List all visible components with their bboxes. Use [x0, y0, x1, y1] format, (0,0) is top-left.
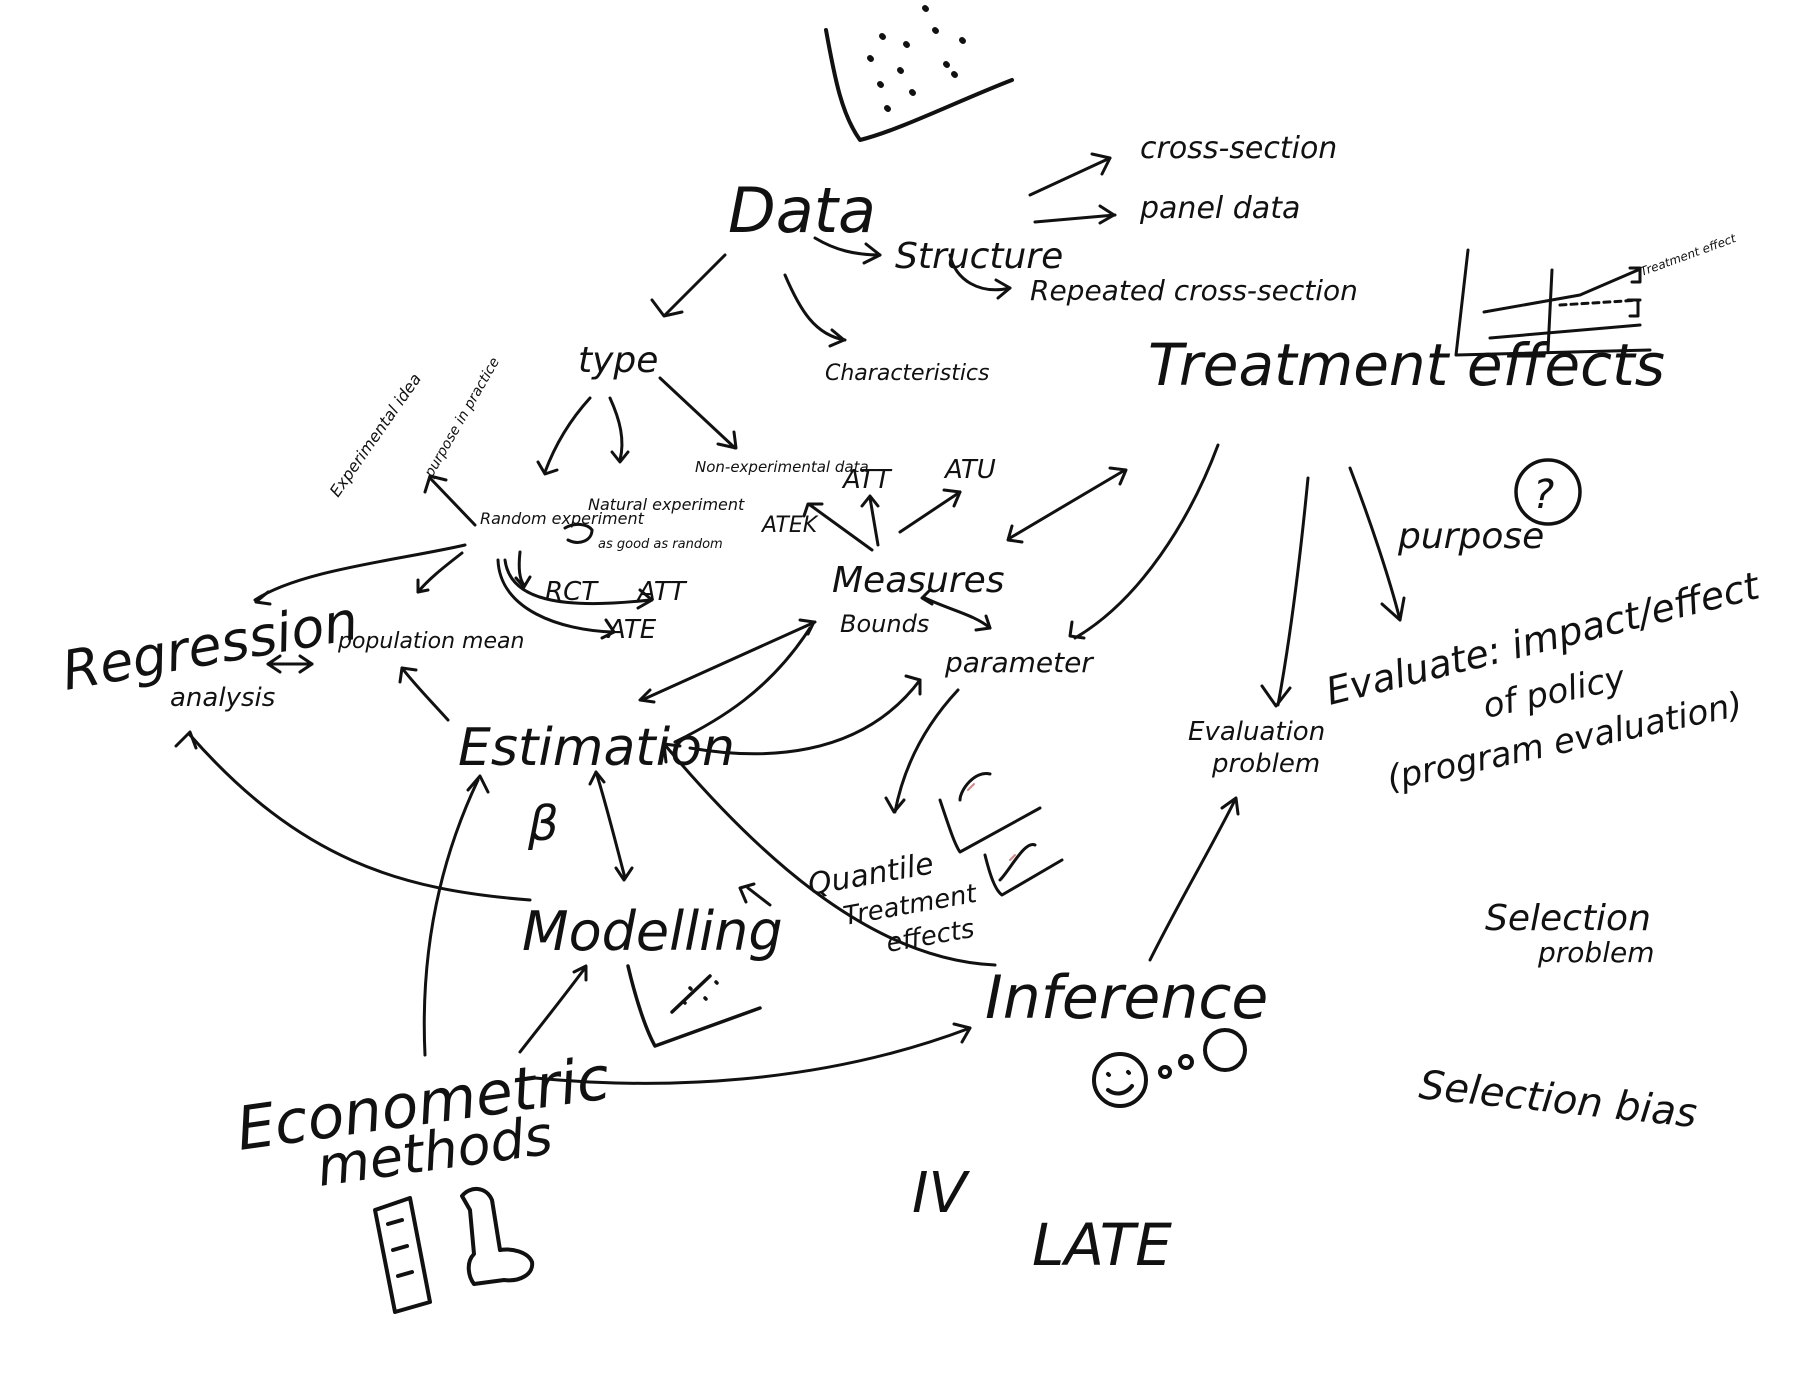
node-att-small: ATT [636, 577, 688, 607]
node-characteristics: Characteristics [825, 361, 989, 386]
node-late: LATE [1032, 1211, 1172, 1279]
node-selection-problem-line1: Selection [1485, 898, 1651, 939]
node-labels: Data Structure cross-section panel data … [57, 131, 1765, 1279]
scatter-plot-sketch-icon [824, 5, 1014, 142]
node-atu: ATU [943, 455, 996, 485]
modelling-plot-icon [626, 964, 762, 1048]
node-parameter: parameter [944, 646, 1094, 679]
node-treatment-sketch-label: Treatment effect [1638, 231, 1739, 279]
node-beta: β [527, 796, 559, 852]
node-non-experimental-data: Non-experimental data [695, 458, 869, 476]
node-structure: Structure [895, 236, 1063, 277]
node-panel-data: panel data [1139, 191, 1300, 226]
node-att: ATT [841, 465, 893, 495]
thinking-face-icon [1092, 1028, 1247, 1108]
node-purpose: purpose [1397, 516, 1544, 557]
node-regression-line2: analysis [170, 683, 275, 713]
node-repeated-cross-section: Repeated cross-section [1030, 274, 1358, 307]
node-cross-section: cross-section [1140, 131, 1337, 166]
node-iv: IV [912, 1161, 971, 1226]
node-natural-experiment: Natural experiment [588, 495, 745, 514]
node-population-mean: population mean [337, 629, 524, 654]
node-inference: Inference [985, 963, 1268, 1033]
node-evaluation-problem-line2: problem [1211, 749, 1320, 779]
node-atek: ATEK [760, 513, 819, 538]
node-bounds: Bounds [840, 610, 929, 638]
node-purpose-in-practice: purpose in practice [421, 355, 503, 481]
node-as-good-as-random: as good as random [598, 537, 723, 552]
purpose-question-icon: ? [1533, 472, 1554, 518]
connector-lines [174, 152, 1406, 1085]
node-selection-problem-line2: problem [1537, 936, 1654, 969]
node-modelling: Modelling [522, 900, 783, 963]
node-treatment-effects: Treatment effects [1148, 331, 1665, 399]
node-experimental-idea: Experimental idea [326, 370, 425, 501]
node-measures: Measures [832, 560, 1005, 601]
node-data: Data [728, 174, 876, 247]
node-type: type [578, 340, 658, 381]
node-evaluation-problem-line1: Evaluation [1188, 717, 1325, 747]
node-rct: RCT [545, 577, 599, 607]
node-ate-small: ATE [606, 615, 657, 645]
quantile-curves-icon [938, 772, 1064, 897]
node-selection-bias: Selection bias [1417, 1062, 1699, 1137]
node-estimation: Estimation [458, 718, 735, 778]
node-random-experiment: Random experiment [480, 509, 645, 528]
tool-icon [460, 1187, 535, 1286]
ruler-icon [373, 1196, 432, 1314]
treatment-effect-graph-icon [1454, 248, 1652, 357]
